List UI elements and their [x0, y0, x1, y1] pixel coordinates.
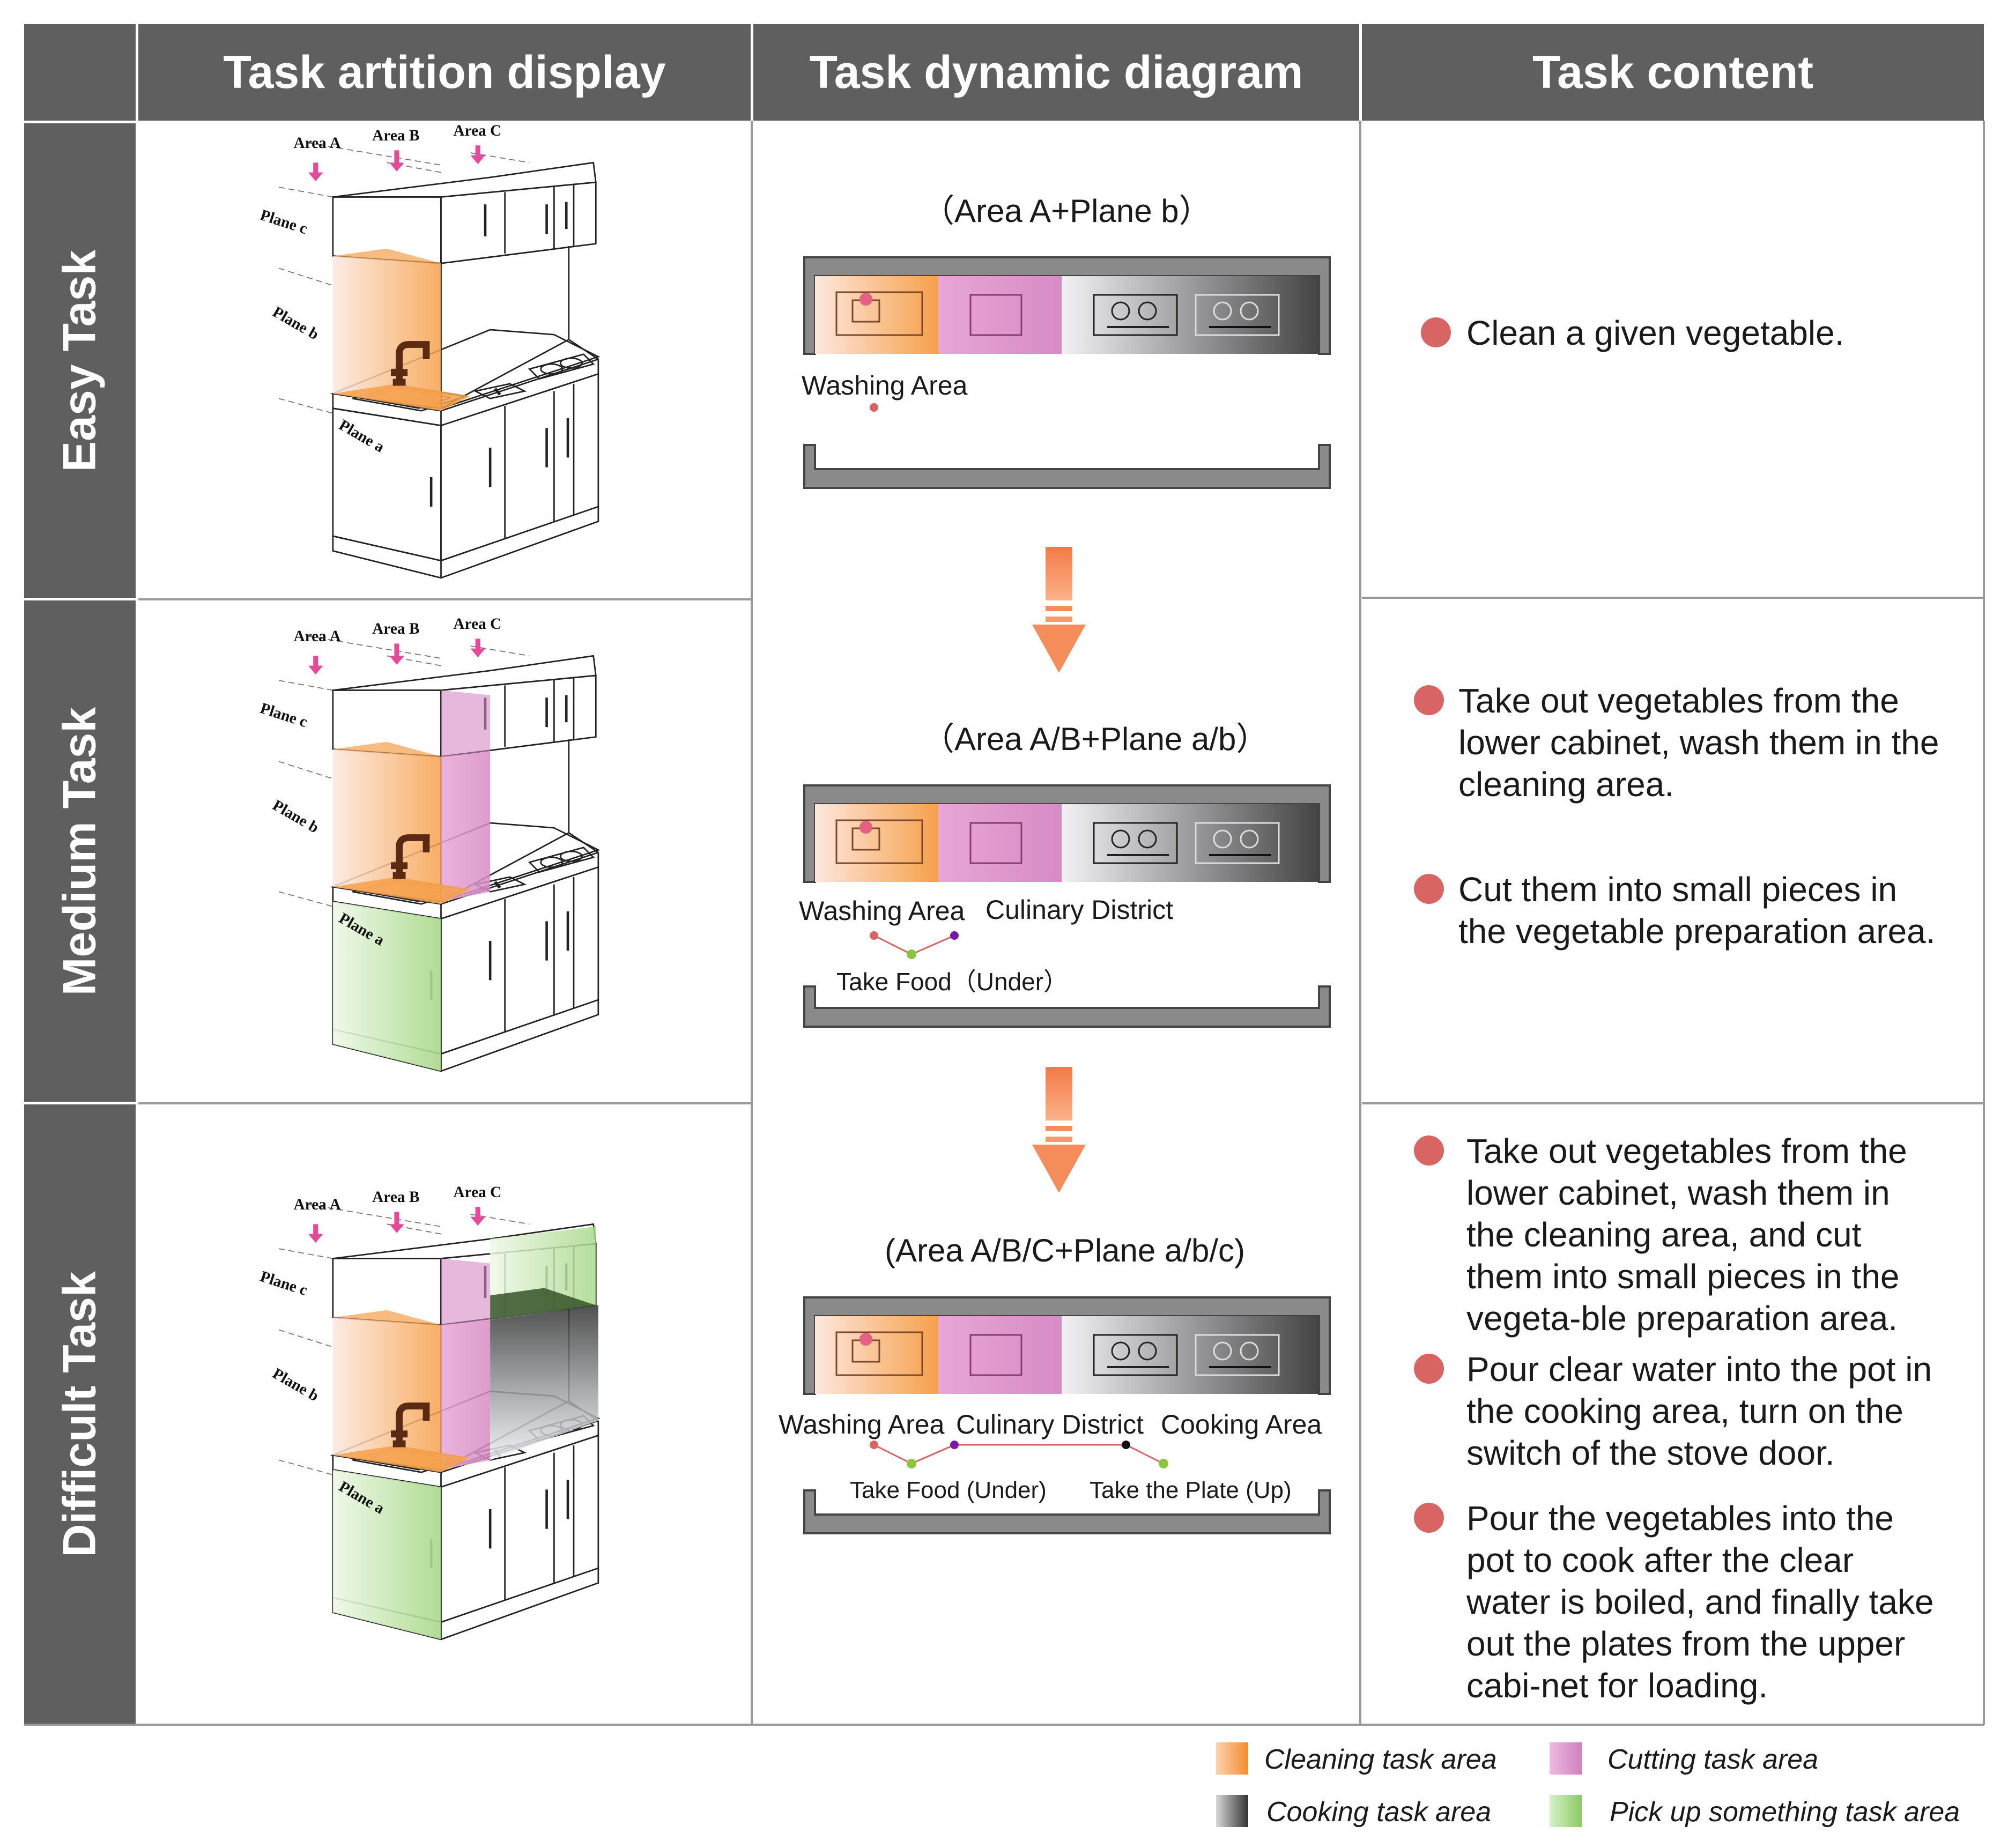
- row-label-difficult: Difficult Task: [24, 1104, 136, 1724]
- cleaning-plane-fill: [332, 248, 441, 264]
- cleaning-counter-fill: [332, 383, 471, 411]
- legend-swatch-cleaning: [1216, 1742, 1248, 1775]
- content-difficult-3: Pour the vegetables into the pot to cook…: [1466, 1499, 1934, 1705]
- diagram-culinary-difficult: Culinary District: [956, 1409, 1144, 1439]
- diagram-takefood-difficult: Take Food (Under): [850, 1477, 1047, 1503]
- legend-swatch-cutting: [1550, 1742, 1582, 1775]
- bullet: [1414, 685, 1444, 715]
- legend-cutting: Cutting task area: [1607, 1744, 1819, 1775]
- svg-text:Area C: Area C: [453, 617, 501, 633]
- diagram-takefood-medium: Take Food（Under）: [836, 968, 1069, 996]
- diagram-title-easy: （Area A+Plane b）: [922, 193, 1211, 229]
- kitchen-easy: Area A Area B Area C Plane c Plane b Pla…: [258, 123, 670, 595]
- cleaning-area-fill: [332, 256, 441, 409]
- row-label-medium: Medium Task: [24, 600, 136, 1102]
- kitchen-difficult: Area A Area B Area C Plane c Plane b Pla…: [258, 1185, 670, 1657]
- dynamic-diagram: [803, 256, 1331, 1534]
- diagram-washing-easy: Washing Area: [802, 370, 968, 400]
- plan-medium: [803, 784, 1331, 1028]
- legend-pickup: Pick up something task area: [1610, 1797, 1960, 1828]
- legend-cleaning: Cleaning task area: [1264, 1744, 1497, 1775]
- label-area-c: Area C: [453, 123, 501, 139]
- content-easy-1: Clean a given vegetable.: [1466, 314, 1844, 352]
- diagram-culinary-medium: Culinary District: [986, 895, 1174, 925]
- diagram-title-difficult: (Area A/B/C+Plane a/b/c): [885, 1233, 1246, 1268]
- pickup-area-fill: [332, 901, 441, 1071]
- diagram-washing-medium: Washing Area: [799, 896, 965, 926]
- svg-text:Area C: Area C: [453, 1185, 501, 1201]
- svg-text:Area A: Area A: [294, 1196, 341, 1213]
- label-area-b: Area B: [372, 127, 419, 144]
- diagram-takeplate-difficult: Take the Plate (Up): [1090, 1477, 1292, 1503]
- bullet: [1414, 1135, 1444, 1166]
- diagram-washing-difficult: Washing Area: [779, 1409, 945, 1439]
- svg-text:Area B: Area B: [372, 620, 419, 637]
- header-content: Task content: [1362, 24, 1984, 121]
- legend-cooking: Cooking task area: [1266, 1797, 1492, 1828]
- content-medium-1: Take out vegetables from the lower cabin…: [1458, 681, 1939, 804]
- content-difficult-1: Take out vegetables from the lower cabin…: [1466, 1132, 1907, 1338]
- flow-arrow-2: [1032, 1067, 1086, 1193]
- plan-difficult: [803, 1296, 1331, 1534]
- svg-text:Area B: Area B: [372, 1189, 419, 1206]
- label-area-a: Area A: [294, 135, 341, 152]
- corner-cell: [24, 24, 136, 121]
- legend-swatch-cooking: [1216, 1795, 1248, 1827]
- svg-text:Area A: Area A: [294, 628, 341, 645]
- header-partition: Task artition display: [138, 24, 751, 121]
- plan-easy: [803, 256, 1331, 489]
- diagram-title-medium: （Area A/B+Plane a/b）: [922, 721, 1269, 757]
- content-difficult-2: Pour clear water into the pot in the coo…: [1466, 1350, 1932, 1472]
- diagram-cooking-difficult: Cooking Area: [1161, 1409, 1322, 1439]
- bullet: [1414, 1503, 1444, 1533]
- bullet: [1414, 1354, 1444, 1384]
- content-medium-2: Cut them into small pieces in the vegeta…: [1458, 870, 1936, 951]
- row-label-easy: Easy Task: [24, 123, 136, 598]
- bullet: [1414, 874, 1444, 904]
- area-arrows: [308, 145, 485, 182]
- flow-arrow-1: [1032, 547, 1086, 673]
- header-dynamic: Task dynamic diagram: [753, 24, 1359, 121]
- bullet: [1421, 317, 1451, 347]
- legend-swatch-pickup: [1550, 1795, 1582, 1827]
- kitchen-medium: Area A Area B Area C Plane c Plane b Pla…: [258, 617, 670, 1088]
